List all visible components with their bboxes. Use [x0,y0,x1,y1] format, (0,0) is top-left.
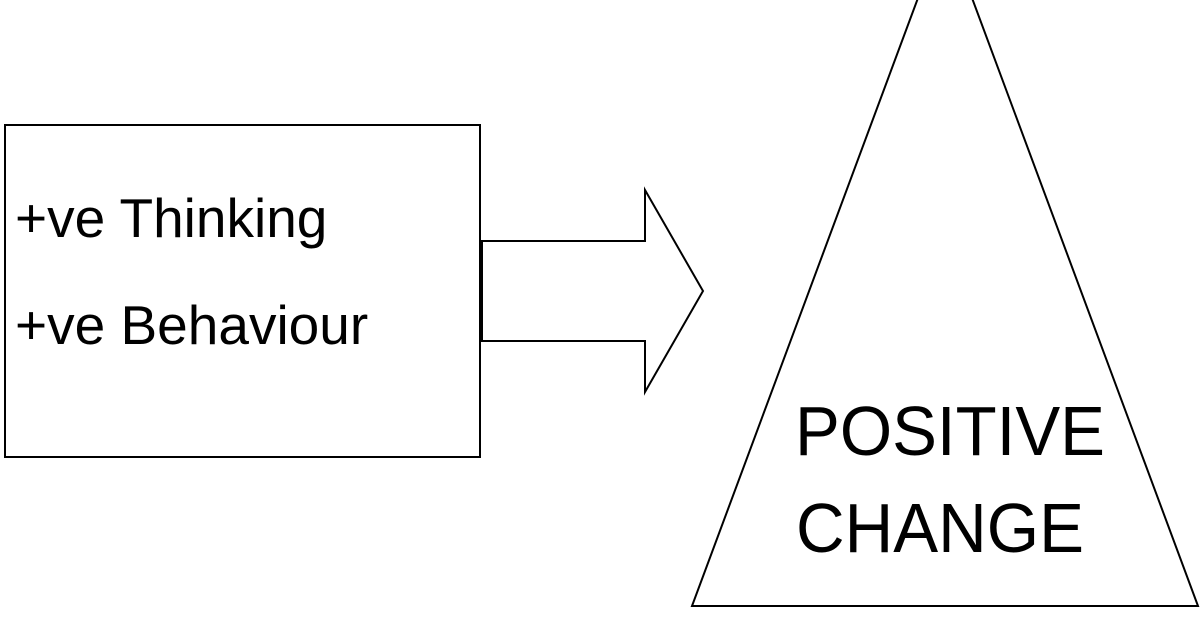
input-box [4,124,481,458]
right-arrow-icon [481,186,705,396]
box-line-behaviour: +ve Behaviour [15,294,368,356]
box-line-thinking: +ve Thinking [15,187,327,249]
triangle-line-change: CHANGE [796,489,1084,567]
result-triangle [690,0,1200,607]
triangle-line-positive: POSITIVE [795,392,1105,470]
